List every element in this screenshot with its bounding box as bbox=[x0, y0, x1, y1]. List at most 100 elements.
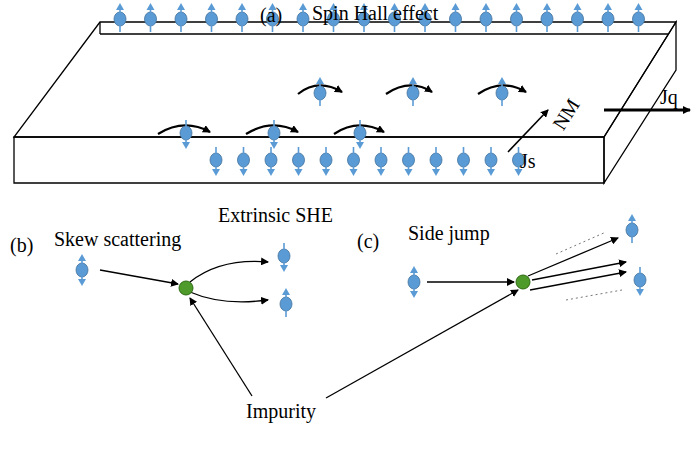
leader-line bbox=[190, 298, 252, 396]
spin-head bbox=[322, 169, 330, 176]
spin-head bbox=[282, 288, 290, 295]
spin-head bbox=[316, 77, 324, 84]
incoming-arrow bbox=[427, 281, 514, 282]
spin-electron bbox=[480, 3, 492, 32]
spin-electron bbox=[76, 254, 88, 286]
impurity-dot bbox=[516, 275, 530, 289]
spin-head bbox=[177, 3, 185, 10]
spin-head bbox=[487, 169, 495, 176]
spin-head bbox=[212, 169, 220, 176]
panel-title: Spin Hall effect bbox=[312, 2, 438, 24]
material-label: NM bbox=[548, 95, 584, 134]
spin-electron bbox=[458, 147, 470, 176]
panel-title: Extrinsic SHE bbox=[218, 204, 333, 226]
spin-electron bbox=[375, 147, 387, 176]
spin-electron bbox=[511, 3, 523, 32]
spin-head bbox=[405, 169, 413, 176]
spin-head bbox=[280, 265, 288, 272]
callout-label: Impurity bbox=[246, 400, 316, 422]
spin-head bbox=[116, 3, 124, 10]
spin-electron bbox=[238, 147, 250, 176]
spin-electron bbox=[633, 3, 645, 32]
spin-head bbox=[409, 77, 417, 84]
spin-electron bbox=[268, 120, 280, 149]
spin-electron bbox=[206, 3, 218, 32]
current-symbol: Jq bbox=[660, 86, 678, 108]
spin-head bbox=[295, 169, 303, 176]
spin-electron bbox=[541, 3, 553, 32]
spin-electron bbox=[602, 3, 614, 32]
spin-head bbox=[78, 254, 86, 261]
spin-head bbox=[543, 3, 551, 10]
current-symbol: Js bbox=[520, 150, 536, 172]
spin-head bbox=[513, 3, 521, 10]
spin-electron bbox=[348, 147, 360, 176]
panel-letter: (b) bbox=[10, 234, 33, 256]
deflect-arrow bbox=[528, 238, 618, 276]
spin-head bbox=[604, 3, 612, 10]
spin-electron bbox=[496, 77, 508, 106]
spin-electron bbox=[626, 214, 638, 243]
incoming-arrow bbox=[100, 270, 178, 284]
spins bbox=[76, 3, 646, 317]
spin-head bbox=[208, 3, 216, 10]
spin-head bbox=[452, 3, 460, 10]
spin-head bbox=[432, 169, 440, 176]
panel-letter: (a) bbox=[260, 4, 282, 26]
impurity-dot bbox=[179, 281, 193, 295]
panel-letter: (c) bbox=[357, 230, 379, 252]
spin-head bbox=[267, 169, 275, 176]
spin-electron bbox=[430, 147, 442, 176]
spin-head bbox=[410, 291, 418, 298]
spin-head bbox=[182, 142, 190, 149]
spin-electron bbox=[450, 3, 462, 32]
spin-electron bbox=[320, 147, 332, 176]
spin-head bbox=[238, 3, 246, 10]
spin-electron bbox=[403, 147, 415, 176]
curved-paths bbox=[158, 85, 526, 134]
spin-electron bbox=[145, 3, 157, 32]
slab bbox=[14, 22, 676, 183]
spin-head bbox=[240, 169, 248, 176]
spin-head bbox=[460, 169, 468, 176]
spin-electron bbox=[265, 147, 277, 176]
spin-current-arrow bbox=[508, 110, 548, 152]
spin-electron bbox=[180, 120, 192, 149]
spin-electron bbox=[278, 243, 290, 272]
spin-electron bbox=[114, 3, 126, 32]
spin-head bbox=[356, 142, 364, 149]
spin-electron bbox=[236, 3, 248, 32]
spin-head bbox=[350, 169, 358, 176]
spin-head bbox=[498, 77, 506, 84]
spin-head bbox=[78, 279, 86, 286]
panel-title: Side jump bbox=[408, 222, 490, 244]
spin-head bbox=[299, 3, 307, 10]
spin-head bbox=[635, 3, 643, 10]
spin-head bbox=[636, 289, 644, 296]
spin-head bbox=[147, 3, 155, 10]
spin-electron bbox=[314, 77, 326, 106]
scatter-arrow bbox=[190, 261, 268, 282]
spin-head bbox=[270, 142, 278, 149]
spin-electron bbox=[572, 3, 584, 32]
spin-head bbox=[377, 169, 385, 176]
spin-head bbox=[482, 3, 490, 10]
spin-head bbox=[574, 3, 582, 10]
spin-electron bbox=[485, 147, 497, 176]
panel-title: Skew scattering bbox=[54, 228, 181, 250]
deflect-arrow bbox=[532, 262, 626, 280]
spin-head bbox=[410, 266, 418, 273]
leader-line bbox=[326, 290, 518, 398]
scatter-arrow bbox=[190, 292, 268, 302]
spin-electron bbox=[354, 120, 366, 149]
spin-electron bbox=[297, 3, 309, 32]
spin-electron bbox=[293, 147, 305, 176]
spin-electron bbox=[210, 147, 222, 176]
trajectory-dots bbox=[556, 232, 622, 300]
spin-electron bbox=[407, 77, 419, 106]
spin-electron bbox=[280, 288, 292, 317]
deflect-arrow bbox=[530, 272, 626, 290]
spin-electron bbox=[408, 266, 420, 298]
spin-electron bbox=[175, 3, 187, 32]
